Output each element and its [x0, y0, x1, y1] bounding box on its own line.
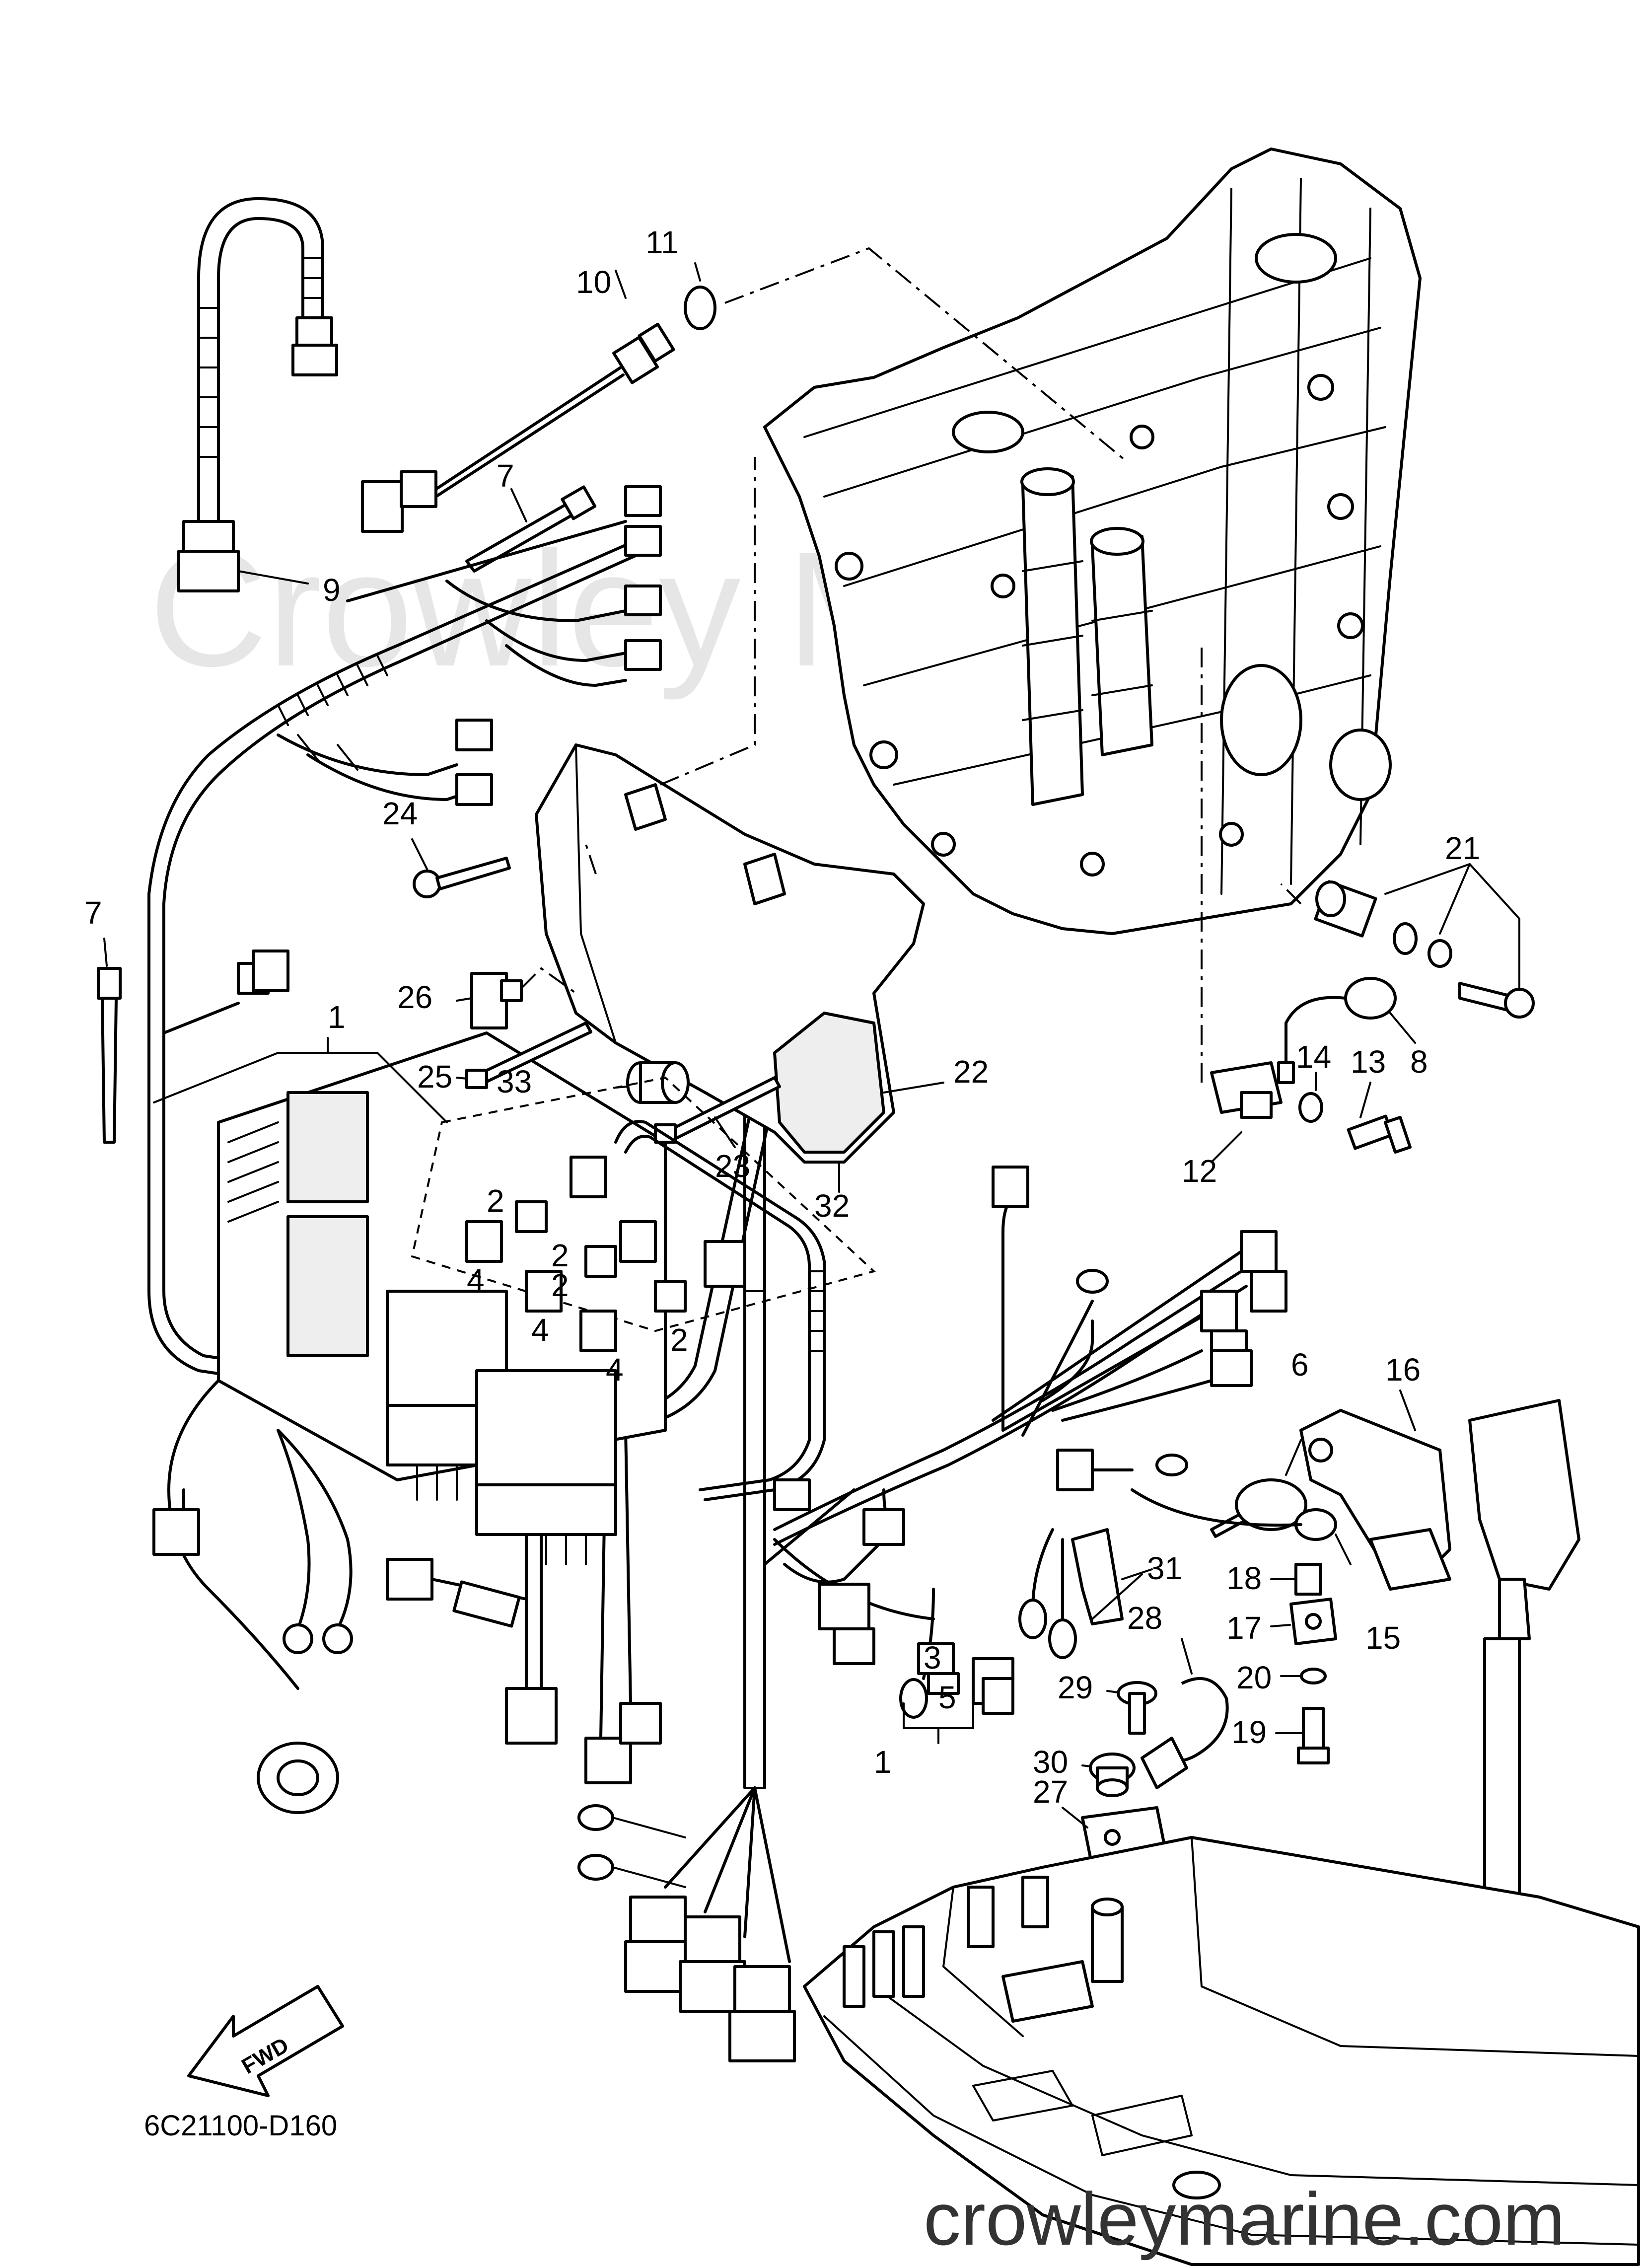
callout-31: 31	[1147, 1550, 1182, 1586]
sensor-lead-9	[177, 197, 338, 592]
engine-block	[763, 147, 1422, 935]
bolt-24	[411, 838, 511, 898]
site-url: crowleymarine.com	[924, 2177, 1565, 2261]
diagram-code: 6C21100-D160	[144, 2110, 337, 2142]
washer-14	[1298, 1072, 1323, 1123]
grommet-33	[615, 1061, 690, 1104]
callout-2: 2	[670, 1322, 688, 1358]
callout-28: 28	[1127, 1600, 1162, 1636]
callout-21: 21	[1445, 830, 1480, 866]
leader-lines	[838, 1082, 1242, 1620]
connector-5	[972, 1657, 1014, 1715]
sensor-8	[1277, 977, 1416, 1084]
callout-14: 14	[1296, 1039, 1331, 1075]
callout-32: 32	[814, 1188, 850, 1224]
callout-23: 23	[715, 1148, 750, 1184]
cable-tie-6	[1056, 1439, 1307, 1538]
main-wiring-harness	[147, 485, 796, 2062]
callout-7: 7	[84, 895, 102, 931]
callout-6: 6	[1291, 1347, 1309, 1383]
callout-3: 3	[924, 1640, 941, 1676]
cable-tie-7-left	[97, 938, 122, 1144]
callout-33: 33	[497, 1064, 532, 1099]
callout-labels: 1 2 2 2 2 4 4 4 3 5 1 6 7 7 8 9 10 11 12…	[84, 224, 1480, 1810]
bolt-19	[1275, 1707, 1330, 1764]
electrical-box-22	[535, 457, 925, 1164]
callout-29: 29	[1058, 1670, 1093, 1705]
callout-15: 15	[1365, 1620, 1401, 1656]
callout-30: 30	[1033, 1744, 1068, 1780]
clip-26	[456, 967, 577, 1029]
callout-26: 26	[397, 979, 432, 1015]
callout-13: 13	[1351, 1044, 1386, 1080]
callout-12: 12	[1182, 1153, 1217, 1189]
coupler-31	[1071, 1528, 1153, 1625]
group-bracket-1	[903, 1702, 974, 1744]
callout-20: 20	[1236, 1660, 1272, 1695]
callout-11: 11	[645, 224, 678, 260]
callout-4: 4	[606, 1352, 624, 1388]
callout-22: 22	[953, 1054, 989, 1090]
callout-9: 9	[323, 572, 341, 608]
bolt-29	[1106, 1681, 1157, 1735]
connector-kit	[411, 1076, 876, 1501]
callout-4: 4	[467, 1262, 485, 1298]
callout-2: 2	[551, 1238, 569, 1273]
callout-5: 5	[938, 1680, 956, 1715]
thermostat-21	[1280, 863, 1535, 1019]
callout-4: 4	[531, 1312, 549, 1348]
bolt-13	[1347, 1082, 1412, 1154]
group-bracket-1-top	[153, 1037, 448, 1123]
clamp-15	[1131, 1488, 1352, 1565]
cable-tie-7-top	[465, 485, 597, 573]
bottom-cowling	[803, 1836, 1640, 2266]
grommet-28	[1141, 1638, 1229, 1789]
callout-24: 24	[382, 796, 418, 831]
right-wiring-harness	[763, 1166, 1287, 1719]
callout-19: 19	[1231, 1714, 1267, 1750]
ecu-unit	[217, 1031, 667, 1565]
callout-2: 2	[487, 1183, 504, 1219]
band-25	[456, 1022, 592, 1089]
connector-3	[917, 1642, 960, 1695]
bracket-12	[1201, 646, 1283, 1119]
callout-17: 17	[1226, 1610, 1262, 1646]
callout-18: 18	[1226, 1560, 1262, 1596]
washer-20	[1280, 1668, 1327, 1684]
collar-18	[1270, 1563, 1322, 1596]
callout-8: 8	[1410, 1044, 1428, 1080]
grommet-30	[1081, 1753, 1136, 1797]
sensor-10	[361, 247, 1128, 533]
fwd-arrow-icon: FWD	[187, 1985, 344, 2097]
callout-7: 7	[497, 458, 514, 494]
callout-1: 1	[874, 1744, 892, 1780]
callout-16: 16	[1385, 1352, 1421, 1388]
throttle-link	[1216, 1399, 1580, 2102]
plate-17	[1270, 1598, 1337, 1645]
callout-27: 27	[1033, 1774, 1068, 1810]
callout-2: 2	[551, 1267, 569, 1303]
callout-10: 10	[576, 264, 611, 300]
callout-25: 25	[417, 1059, 452, 1095]
callout-1: 1	[328, 999, 346, 1035]
bracket-16	[1299, 1390, 1451, 1591]
